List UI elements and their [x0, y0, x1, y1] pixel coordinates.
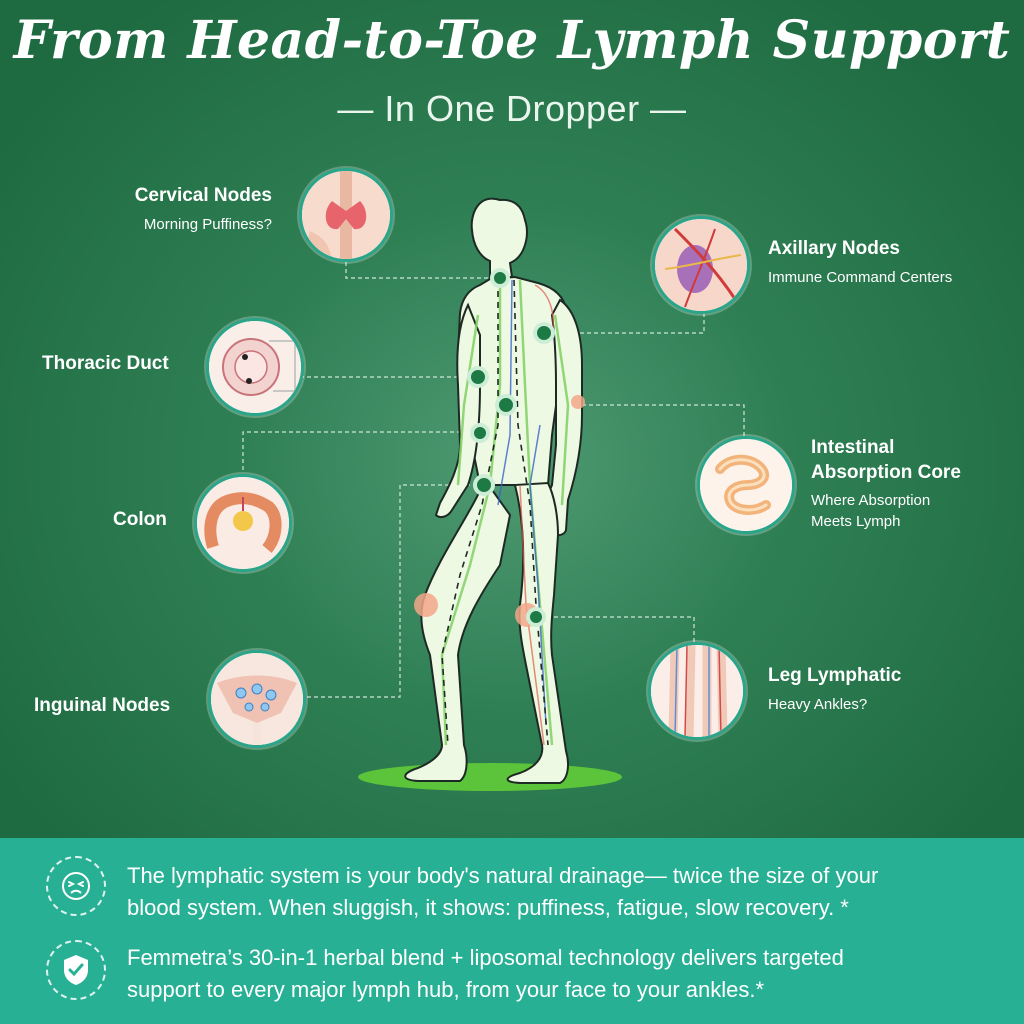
cervical-label: Cervical Nodes: [134, 185, 272, 206]
human-body-figure: [358, 197, 622, 791]
info-text-formula-line2: support to every major lymph hub, from y…: [127, 977, 765, 1002]
shield-check-icon: [46, 940, 106, 1000]
axillary-label: Axillary Nodes: [768, 238, 900, 259]
thoracic-thumbnail: [206, 318, 304, 416]
connector-intestinal: [580, 404, 745, 436]
colon-thumbnail: [194, 474, 292, 572]
thoracic-label: Thoracic Duct: [42, 353, 169, 374]
info-text-formula-line1: Femmetra’s 30-in-1 herbal blend + liposo…: [127, 945, 844, 970]
connector-leg: [537, 616, 695, 642]
cervical-sublabel: Morning Puffiness?: [143, 216, 272, 233]
info-text-drainage-line1: The lymphatic system is your body's natu…: [127, 863, 879, 888]
connector-inguinal: [300, 484, 484, 698]
intestinal-label-line1: Intestinal: [811, 437, 895, 458]
sneeze-face-icon: [46, 856, 106, 916]
connector-cervical: [345, 255, 500, 279]
info-panel: The lymphatic system is your body's natu…: [0, 838, 1024, 1024]
intestine-icon: [700, 439, 792, 531]
colon-icon: [197, 477, 289, 569]
intestinal-sublabel-line1: Where Absorption: [811, 492, 931, 509]
inguinal-thumbnail: [208, 650, 306, 748]
leg-thumbnail: [648, 642, 746, 740]
colon-label: Colon: [113, 509, 167, 530]
page-subtitle: — In One Dropper —: [337, 88, 687, 129]
thoracic-duct-icon: [209, 321, 301, 413]
intestinal-sublabel-line2: Meets Lymph: [811, 513, 901, 530]
ground-shadow: [358, 763, 622, 791]
thyroid-icon: [302, 171, 390, 259]
axillary-nodes-icon: [655, 219, 747, 311]
inguinal-nodes-icon: [211, 653, 303, 745]
connector-colon: [242, 431, 480, 470]
connector-axillary: [545, 306, 705, 334]
connector-lines: [242, 255, 745, 698]
leg-sublabel: Heavy Ankles?: [768, 696, 868, 713]
axillary-sublabel: Immune Command Centers: [768, 269, 953, 286]
inguinal-label: Inguinal Nodes: [34, 695, 171, 716]
axillary-thumbnail: [652, 216, 750, 314]
cervical-thumbnail: [299, 168, 393, 262]
intestinal-thumbnail: [697, 436, 795, 534]
leg-lymphatic-icon: [651, 645, 743, 737]
intestinal-label-line2: Absorption Core: [811, 462, 961, 483]
page-title: From Head-to-Toe Lymph Support: [13, 10, 1011, 71]
leg-label: Leg Lymphatic: [768, 665, 902, 686]
info-text-drainage-line2: blood system. When sluggish, it shows: p…: [127, 895, 849, 920]
